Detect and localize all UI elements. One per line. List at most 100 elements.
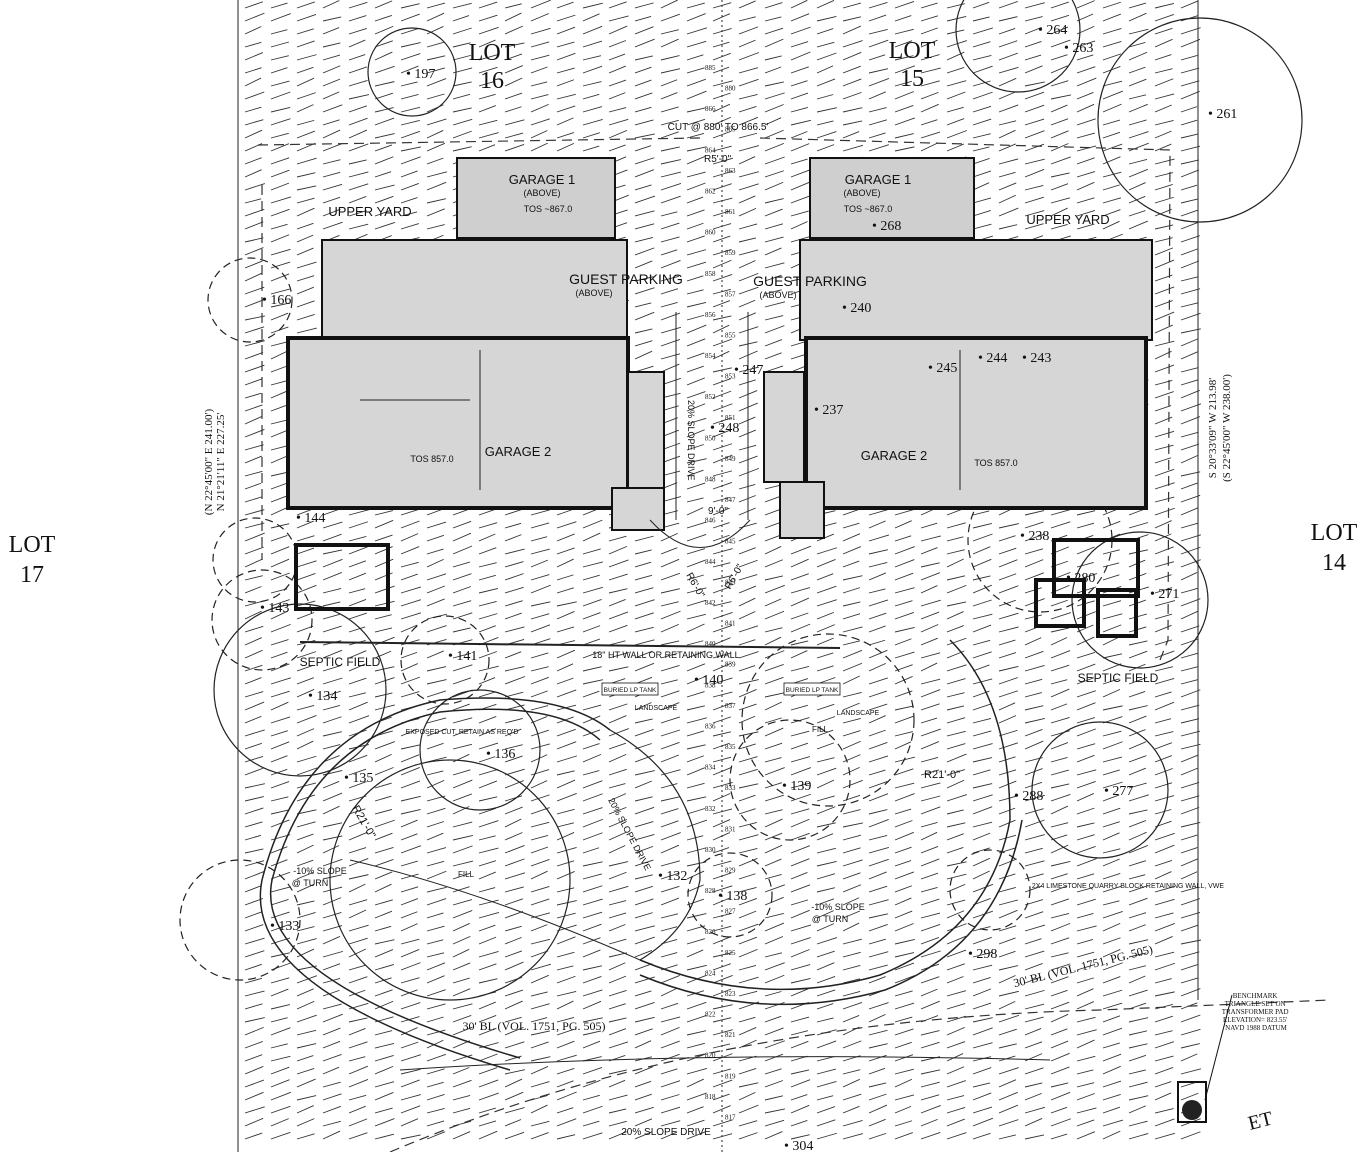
contour-819: 819 [725, 1072, 736, 1080]
upper-yard-right: UPPER YARD [1026, 212, 1109, 227]
tree-number-240: • 240 [842, 301, 871, 316]
contour-861: 861 [725, 208, 736, 216]
tree-number-144: • 144 [296, 511, 325, 526]
septic-field-left: SEPTIC FIELD [300, 655, 381, 669]
contour-856: 856 [705, 311, 716, 319]
garage2-right-tos: TOS 857.0 [974, 458, 1017, 468]
garage1-right-label: GARAGE 1 [845, 172, 911, 187]
building-line-left: 30' BL (VOL. 1751, PG. 505) [462, 1019, 605, 1033]
bearing-left-record: (N 22°45'00" E 241.00') [203, 408, 215, 515]
tree-number-245: • 245 [928, 361, 957, 376]
tree-number-136: • 136 [486, 747, 515, 762]
contour-850: 850 [705, 434, 716, 442]
contour-851: 851 [725, 414, 736, 422]
curved-driveway [259, 639, 1023, 1071]
contour-823: 823 [725, 990, 736, 998]
house-left [286, 157, 665, 611]
tree-number-304: • 304 [784, 1139, 813, 1152]
contour-824: 824 [705, 969, 716, 977]
tree-number-143: • 143 [260, 601, 289, 616]
road-edge [389, 999, 1331, 1152]
contour-830: 830 [705, 846, 716, 854]
tree-number-237: • 237 [814, 403, 843, 418]
bottom-slope-drive: 20% SLOPE DRIVE [621, 1127, 711, 1138]
cut-note: CUT @ 880' TO 866.5' [668, 122, 769, 133]
lp-tank-left [601, 682, 659, 696]
contour-836: 836 [705, 722, 716, 730]
fill-left: FILL [458, 870, 475, 879]
tree-number-133: • 133 [270, 919, 299, 934]
contour-842: 842 [705, 599, 716, 607]
contour-848: 848 [705, 476, 716, 484]
guest-parking-right: GUEST PARKING [753, 273, 867, 289]
garage1-right-tos: TOS ~867.0 [844, 204, 893, 214]
contour-844: 844 [705, 558, 716, 566]
contour-846: 846 [705, 517, 716, 525]
contour-860: 860 [705, 229, 716, 237]
contour-822: 822 [705, 1011, 716, 1019]
contour-835: 835 [725, 743, 736, 751]
bearing-right-measured: S 20°33'09" W 213.98' [1207, 378, 1219, 478]
setback-line [257, 137, 1171, 661]
contour-857: 857 [725, 290, 736, 298]
contour-849: 849 [725, 455, 736, 463]
contour-864: 864 [705, 146, 716, 154]
retaining-wall-note: 18" HT WALL OR RETAINING WALL [592, 650, 739, 660]
tree-number-298: • 298 [968, 947, 997, 962]
tree-number-135: • 135 [344, 771, 373, 786]
contour-865: 865 [725, 126, 736, 134]
contour-827: 827 [725, 908, 736, 916]
contour-825: 825 [725, 949, 736, 957]
tree-number-264: • 264 [1038, 23, 1067, 38]
center-drive [675, 312, 749, 520]
contour-852: 852 [705, 393, 716, 401]
limestone-wall-note: 2X4 LIMESTONE QUARRY BLOCK RETAINING WAL… [1032, 883, 1224, 890]
contour-853: 853 [725, 373, 736, 381]
tree-number-140: • 140 [694, 673, 723, 688]
garage1-left-tos: TOS ~867.0 [524, 204, 573, 214]
tree-number-288: • 288 [1014, 789, 1043, 804]
slope10-right: -10% SLOPE@ TURN [811, 902, 865, 924]
lp-tank-right [783, 682, 841, 696]
tree-number-197: • 197 [406, 67, 435, 82]
guest-parking-right-above: (ABOVE) [759, 290, 796, 300]
road-edge-2 [399, 1056, 1051, 1071]
tree-number-244: • 244 [978, 351, 1007, 366]
exposed-cut-note: EXPOSED CUT, RETAIN AS REQ'D [406, 729, 519, 736]
upper-yard-left: UPPER YARD [328, 204, 411, 219]
contour-859: 859 [725, 249, 736, 257]
garage2-right-label: GARAGE 2 [861, 448, 927, 463]
retaining-wall-line [299, 641, 841, 649]
contour-858: 858 [705, 270, 716, 278]
contour-845: 845 [725, 537, 736, 545]
contour-828: 828 [705, 887, 716, 895]
slope10-left: -10% SLOPE@ TURN [292, 866, 347, 888]
tree-number-141: • 141 [448, 649, 477, 664]
tree-number-166: • 166 [262, 293, 291, 308]
dim-9ft: 9'-0" [708, 506, 728, 517]
bearing-right-record: (S 22°45'00" W 238.00') [1221, 374, 1233, 482]
tree-number-132: • 132 [658, 869, 687, 884]
radius-21: R21'-0" [924, 769, 960, 781]
contour-833: 833 [725, 784, 736, 792]
contour-885: 885 [705, 64, 716, 72]
guest-parking-left-above: (ABOVE) [575, 288, 612, 298]
contour-855: 855 [725, 332, 736, 340]
tree-number-268: • 268 [872, 219, 901, 234]
contour-817: 817 [725, 1113, 736, 1121]
garage1-right-above: (ABOVE) [843, 188, 880, 198]
garage2-left-tos: TOS 857.0 [410, 454, 453, 464]
contour-880: 880 [725, 85, 736, 93]
contour-834: 834 [705, 764, 716, 772]
contour-832: 832 [705, 805, 716, 813]
fill-right: FILL [812, 725, 829, 734]
contour-841: 841 [725, 620, 736, 628]
tree-number-134: • 134 [308, 689, 337, 704]
radius-21-left: R21'-0" [349, 804, 377, 841]
curve-slope-drive: 20% SLOPE DRIVE [606, 796, 653, 872]
tree-number-280: • 280 [1066, 571, 1095, 586]
contour-826: 826 [705, 928, 716, 936]
